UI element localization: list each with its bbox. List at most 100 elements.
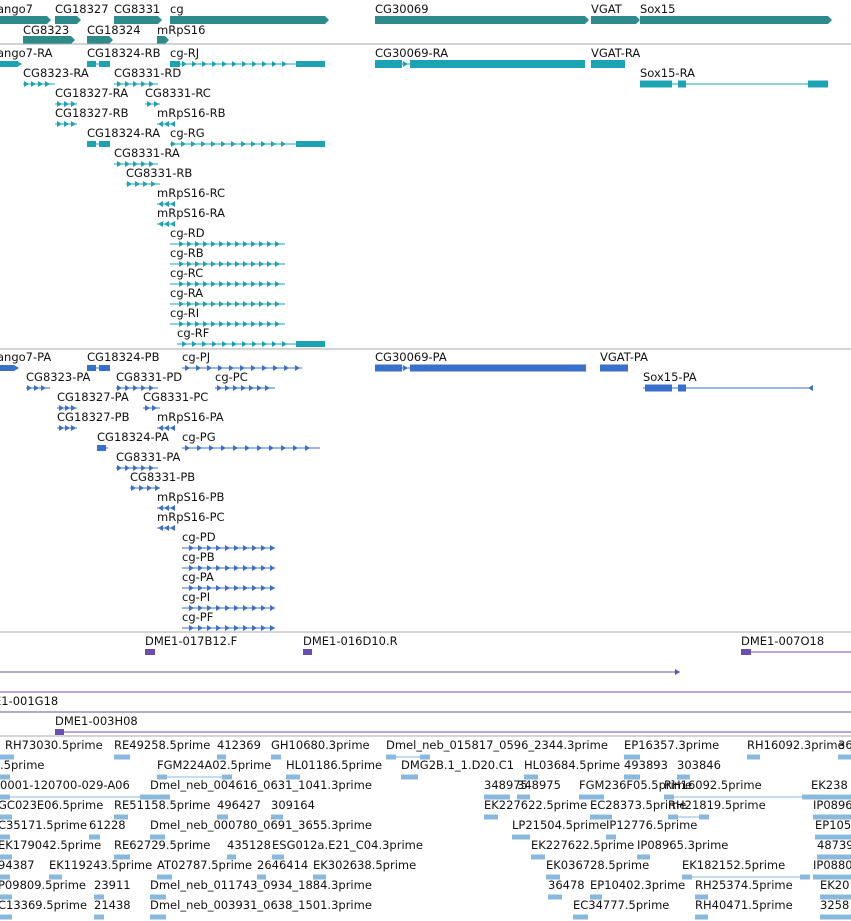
- est-feature[interactable]: [747, 754, 760, 760]
- protein-feature[interactable]: [182, 625, 275, 631]
- est-label[interactable]: EP16357.3prime: [624, 738, 719, 752]
- est-feature[interactable]: [0, 814, 12, 820]
- transcript-label[interactable]: mRpS16-RB: [157, 106, 226, 120]
- est-feature[interactable]: [637, 854, 650, 860]
- protein-label[interactable]: CG8331-PD: [116, 370, 182, 384]
- protein-label[interactable]: cg-PB: [182, 550, 215, 564]
- est-feature[interactable]: [484, 794, 510, 800]
- protein-feature[interactable]: [157, 525, 175, 531]
- est-label[interactable]: Dmel_neb_003931_0638_1501.3prime: [150, 898, 372, 912]
- est-label[interactable]: ESG012a.E21_C04.3prime: [272, 838, 423, 852]
- est-label[interactable]: EK182152.5prime: [682, 858, 785, 872]
- transcript-feature[interactable]: [640, 80, 828, 88]
- transcript-label[interactable]: ango7-RA: [0, 46, 53, 60]
- est-feature[interactable]: [94, 914, 104, 920]
- gene-feature[interactable]: [170, 16, 329, 24]
- est-label[interactable]: GC023E06.5prime: [0, 798, 103, 812]
- est-feature[interactable]: [0, 914, 12, 920]
- est-label[interactable]: .5prime: [0, 758, 44, 772]
- est-feature[interactable]: [114, 814, 128, 820]
- est-feature[interactable]: [817, 854, 851, 860]
- est-label[interactable]: HL01186.5prime: [286, 758, 382, 772]
- est-feature[interactable]: [272, 854, 284, 860]
- est-feature[interactable]: [820, 894, 851, 900]
- gene-feature[interactable]: [157, 36, 169, 44]
- protein-feature[interactable]: [600, 364, 628, 372]
- protein-feature[interactable]: [182, 365, 302, 371]
- est-label[interactable]: 61228: [89, 818, 126, 832]
- protein-feature[interactable]: [215, 385, 275, 391]
- est-label[interactable]: LP21504.5prime: [512, 818, 606, 832]
- protein-feature[interactable]: [182, 545, 275, 551]
- gene-label[interactable]: CG18324: [87, 23, 141, 37]
- transcript-feature[interactable]: [114, 161, 158, 167]
- transcript-feature[interactable]: [157, 221, 175, 227]
- protein-label[interactable]: cg-PF: [182, 610, 213, 624]
- transcript-feature[interactable]: [23, 81, 55, 87]
- clone-label[interactable]: DME1-016D10.R: [303, 634, 398, 648]
- gene-label[interactable]: CG18327: [55, 2, 109, 16]
- transcript-feature[interactable]: [177, 341, 325, 347]
- transcript-feature[interactable]: [55, 121, 77, 127]
- est-feature[interactable]: [517, 794, 530, 800]
- est-label[interactable]: EP105: [815, 818, 851, 832]
- protein-feature[interactable]: [130, 485, 160, 491]
- protein-label[interactable]: CG18327-PB: [57, 410, 130, 424]
- est-label[interactable]: P09809.5prime: [0, 878, 86, 892]
- est-feature[interactable]: [150, 794, 170, 800]
- protein-feature[interactable]: [57, 425, 77, 431]
- transcript-label[interactable]: CG18324-RA: [87, 126, 160, 140]
- est-label[interactable]: 348975: [484, 778, 528, 792]
- est-label[interactable]: Dmel_neb_015817_0596_2344.3prime: [386, 738, 608, 752]
- gene-feature[interactable]: [114, 16, 162, 24]
- transcript-feature[interactable]: [170, 301, 285, 307]
- transcript-feature[interactable]: [170, 261, 285, 267]
- est-feature[interactable]: [531, 854, 545, 860]
- transcript-label[interactable]: CG8331-RB: [126, 166, 192, 180]
- est-label[interactable]: RE51158.5prime: [114, 798, 210, 812]
- clone-span-feature[interactable]: [0, 669, 680, 675]
- protein-label[interactable]: CG8323-PA: [26, 370, 91, 384]
- est-feature[interactable]: [271, 814, 283, 820]
- est-label[interactable]: EK227622.5prime: [484, 798, 587, 812]
- protein-feature[interactable]: [87, 365, 110, 371]
- protein-label[interactable]: Sox15-PA: [643, 370, 697, 384]
- transcript-label[interactable]: CG8331-RD: [114, 66, 181, 80]
- est-feature[interactable]: [820, 914, 851, 920]
- gene-label[interactable]: CG8323: [23, 23, 69, 37]
- est-feature[interactable]: [813, 874, 851, 880]
- est-label[interactable]: Dmel_neb_011743_0934_1884.3prime: [150, 878, 372, 892]
- transcript-feature[interactable]: [170, 281, 285, 287]
- gene-label[interactable]: cg: [170, 2, 184, 16]
- est-feature[interactable]: [695, 894, 708, 900]
- est-feature[interactable]: [664, 794, 812, 800]
- protein-feature[interactable]: [157, 505, 175, 511]
- est-feature[interactable]: [401, 774, 418, 780]
- est-label[interactable]: EK179042.5prime: [0, 838, 101, 852]
- est-feature[interactable]: [386, 754, 430, 760]
- est-feature[interactable]: [524, 774, 538, 780]
- protein-feature[interactable]: [182, 445, 320, 451]
- est-label[interactable]: 309164: [271, 798, 315, 812]
- est-label[interactable]: RE62729.5prime: [114, 838, 210, 852]
- est-feature[interactable]: [0, 774, 10, 780]
- est-feature[interactable]: [677, 774, 690, 780]
- gene-feature[interactable]: [0, 16, 51, 24]
- gene-feature[interactable]: [55, 16, 81, 24]
- est-label[interactable]: 48739: [817, 838, 851, 852]
- protein-label[interactable]: CG30069-PA: [375, 350, 447, 364]
- est-feature[interactable]: [695, 914, 708, 920]
- est-feature[interactable]: [157, 874, 172, 880]
- clone-end-feature[interactable]: [303, 649, 312, 655]
- clone-end-feature[interactable]: [145, 649, 155, 655]
- est-feature[interactable]: [573, 914, 588, 920]
- clone-end-feature[interactable]: [55, 729, 64, 735]
- est-feature[interactable]: [313, 874, 326, 880]
- est-feature[interactable]: [89, 834, 100, 840]
- est-label[interactable]: IP0896: [813, 798, 851, 812]
- transcript-label[interactable]: cg-RG: [170, 126, 205, 140]
- est-feature[interactable]: [114, 754, 130, 760]
- est-feature[interactable]: [217, 814, 228, 820]
- gene-feature[interactable]: [591, 16, 640, 24]
- est-label[interactable]: DMG2B.1_1.D20.C1: [401, 758, 514, 772]
